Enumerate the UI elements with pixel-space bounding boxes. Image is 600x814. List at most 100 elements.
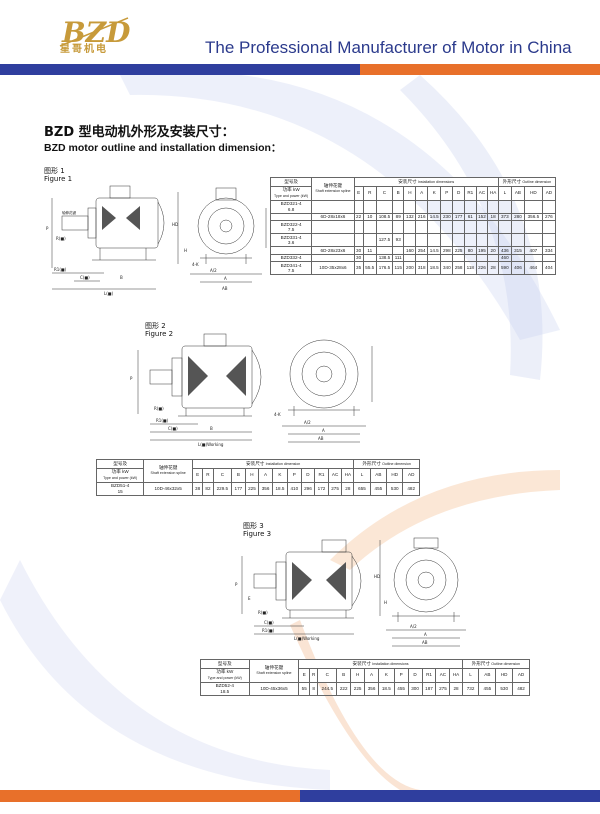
- table-cell: 55: [298, 681, 311, 696]
- table-cell: 200: [403, 261, 417, 275]
- fig1-label-K: 4-K: [192, 262, 199, 267]
- figure-3-side-view: P E R(■) C(■) R1(■) L(■)Working: [235, 539, 362, 641]
- table-cell: 244.5: [317, 681, 338, 696]
- fig2-label-AB: AB: [318, 436, 324, 441]
- model-power: 6.8: [287, 206, 295, 212]
- table-cell: [440, 253, 454, 262]
- shaft-cell: 10D-46x32x5: [143, 481, 193, 496]
- table-cell: 18.5: [271, 481, 289, 496]
- table-cell: [353, 233, 364, 247]
- page-header: BZD 星哥机电 The Professional Manufacturer o…: [0, 0, 600, 64]
- table-cell: 177: [452, 212, 466, 221]
- fig3-label-AB: AB: [422, 640, 428, 645]
- table3-header-outline: 外形尺寸 Outline dimension: [461, 659, 531, 669]
- table2-col-header: R: [202, 467, 214, 483]
- figure-1-side-view: P 轴伸花键 R(■) R1(■) C(■) B L(■): [46, 185, 165, 296]
- table-cell: [403, 253, 417, 262]
- table-cell: 28: [341, 481, 355, 496]
- table-cell: 22: [353, 212, 364, 221]
- shaft-cell: 10D-45x36x5: [248, 681, 300, 696]
- table-cell: [415, 233, 429, 247]
- fig2-label-R: R(■): [154, 406, 164, 411]
- table3-col-header: AC: [435, 667, 451, 683]
- table-cell: 406: [510, 261, 525, 275]
- model-cell: BZD332-4: [269, 253, 313, 262]
- table-cell: 172: [314, 481, 329, 496]
- fig1-label-R1: R1(■): [54, 267, 67, 272]
- model-name: BZD52-4: [215, 683, 234, 688]
- table-cell: [523, 253, 543, 262]
- shaft-cell: [311, 199, 355, 214]
- table-cell: 340: [440, 261, 454, 275]
- table-cell: [452, 220, 466, 234]
- fig1-label-B: B: [120, 275, 123, 280]
- table-cell: [475, 199, 489, 214]
- table1-col-header: B: [391, 185, 405, 201]
- table2-col-header: D: [300, 467, 316, 483]
- fig2-label-L: L(■)Working: [198, 442, 224, 447]
- model-name: BZD321-4: [280, 201, 302, 206]
- table-cell: [375, 220, 393, 234]
- table-cell: [487, 220, 499, 234]
- table-cell: 590: [497, 261, 512, 275]
- table-cell: 225: [350, 681, 366, 696]
- table-cell: 160: [403, 246, 417, 255]
- model-power: 7.5: [287, 268, 295, 273]
- table-cell: [487, 199, 499, 214]
- table-cell: 111: [391, 253, 405, 262]
- table-cell: 35: [353, 261, 364, 275]
- figure-3-label: 图形 3 Figure 3: [243, 522, 272, 538]
- table-cell: 127.5: [375, 233, 393, 247]
- table1-col-header: P: [440, 185, 454, 201]
- table3-col-header: R: [309, 667, 319, 683]
- fig3-label-H: H: [384, 600, 387, 605]
- figure-2-label: 图形 2 Figure 2: [145, 322, 174, 338]
- model-power: 7.5: [287, 227, 295, 232]
- table2-header-install: 安装尺寸 Installation dimension: [191, 459, 355, 469]
- table-cell: [475, 233, 489, 247]
- table3-col-header: P: [393, 667, 409, 683]
- shaft-cell: [311, 253, 355, 262]
- model-power: 15: [117, 488, 123, 494]
- table-cell: [440, 199, 454, 214]
- table-cell: [391, 246, 405, 255]
- table-cell: 460: [497, 253, 512, 262]
- model-name: BZD331-4: [280, 234, 302, 240]
- table-cell: [497, 220, 512, 234]
- fig3-label-HD: HD: [374, 574, 380, 579]
- table3-col-header: H: [350, 667, 366, 683]
- table-cell: 254: [415, 246, 429, 255]
- table-cell: [510, 199, 525, 214]
- table-cell: 318: [415, 261, 429, 275]
- table2-col-header: HA: [341, 467, 355, 483]
- table-cell: [541, 253, 557, 262]
- table-cell: [391, 199, 405, 214]
- table-cell: [427, 199, 442, 214]
- fig2-label-P: P: [130, 376, 133, 381]
- table3-col-header: AB: [478, 667, 497, 683]
- table3-col-header: AD: [512, 667, 530, 683]
- table-cell: 20: [487, 246, 499, 255]
- table-cell: [427, 253, 442, 262]
- table-cell: [541, 233, 557, 247]
- table-cell: 82: [202, 481, 214, 496]
- fig2-label-B: B: [210, 426, 213, 431]
- shaft-cell: 6D-28x23x6: [311, 246, 355, 255]
- table3-col-header: K: [378, 667, 395, 683]
- table3-header-install: 安装尺寸 Installation dimensions: [298, 659, 463, 669]
- table-cell: [391, 220, 405, 234]
- table-cell: 226: [475, 261, 489, 275]
- figure-3-front-view: HD H A/2 A AB: [374, 537, 466, 647]
- table-cell: 18.5: [427, 261, 442, 275]
- fig1-label-C: C(■): [80, 275, 90, 280]
- table2-header-outline: 外形尺寸 Outline dimension: [353, 459, 420, 469]
- figure-1-front-view: HD H 4-K A/2 A AB: [172, 187, 267, 291]
- table3-header-model: 型号及: [200, 659, 250, 669]
